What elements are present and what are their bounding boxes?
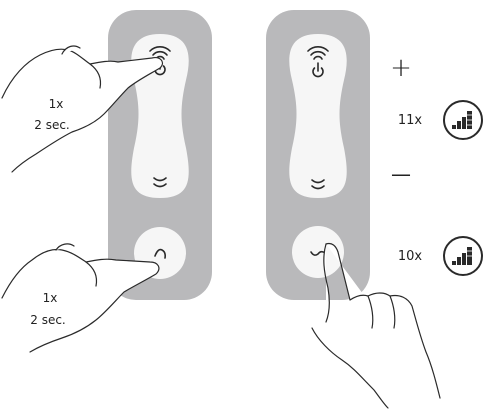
minus-symbol: — (391, 162, 411, 186)
pointing-hand-upper (1, 45, 164, 173)
volume-level-icon (443, 100, 483, 140)
upper-press-duration: 2 sec. (34, 118, 70, 132)
power-wifi-icon[interactable] (307, 46, 329, 78)
pairing-icon (310, 250, 326, 256)
chevron-down-icon[interactable] (311, 179, 325, 190)
chevron-down-icon[interactable] (153, 177, 167, 188)
right-remote: + — 11x 10x (266, 10, 483, 409)
right-remote-face (289, 34, 347, 198)
left-remote: 1x 2 sec. 1x 2 sec. (1, 10, 212, 353)
pointing-hand-lower (1, 243, 160, 353)
volume-level-icon (443, 236, 483, 276)
pairing-icon (154, 248, 166, 259)
lower-press-count: 1x (43, 291, 58, 305)
increase-press-count: 11x (398, 113, 423, 128)
lower-press-duration: 2 sec. (30, 313, 66, 327)
upper-press-count: 1x (49, 97, 64, 111)
decrease-press-count: 10x (398, 249, 423, 264)
right-round-button[interactable] (292, 226, 344, 278)
pointing-hand-right (311, 242, 441, 409)
plus-symbol: + (390, 53, 412, 83)
